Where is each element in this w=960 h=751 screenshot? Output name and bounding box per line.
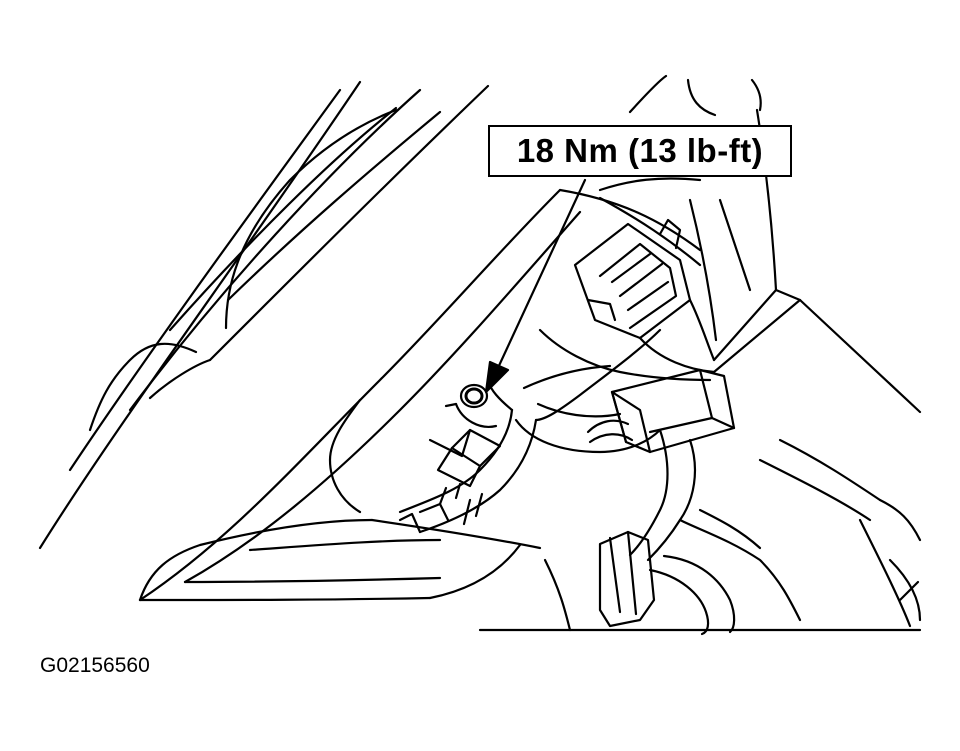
- body-panel-lines: [40, 82, 488, 548]
- bolt: [446, 380, 512, 427]
- electrical-connector-lower: [600, 370, 734, 626]
- torque-leader-arrow: [486, 180, 585, 392]
- torque-spec-callout: 18 Nm (13 lb-ft): [488, 125, 792, 177]
- bracket-lines: [400, 190, 700, 532]
- figure-id-label: G02156560: [40, 654, 150, 677]
- lower-panel-lines: [140, 190, 580, 600]
- electrical-connector-upper: [575, 220, 714, 372]
